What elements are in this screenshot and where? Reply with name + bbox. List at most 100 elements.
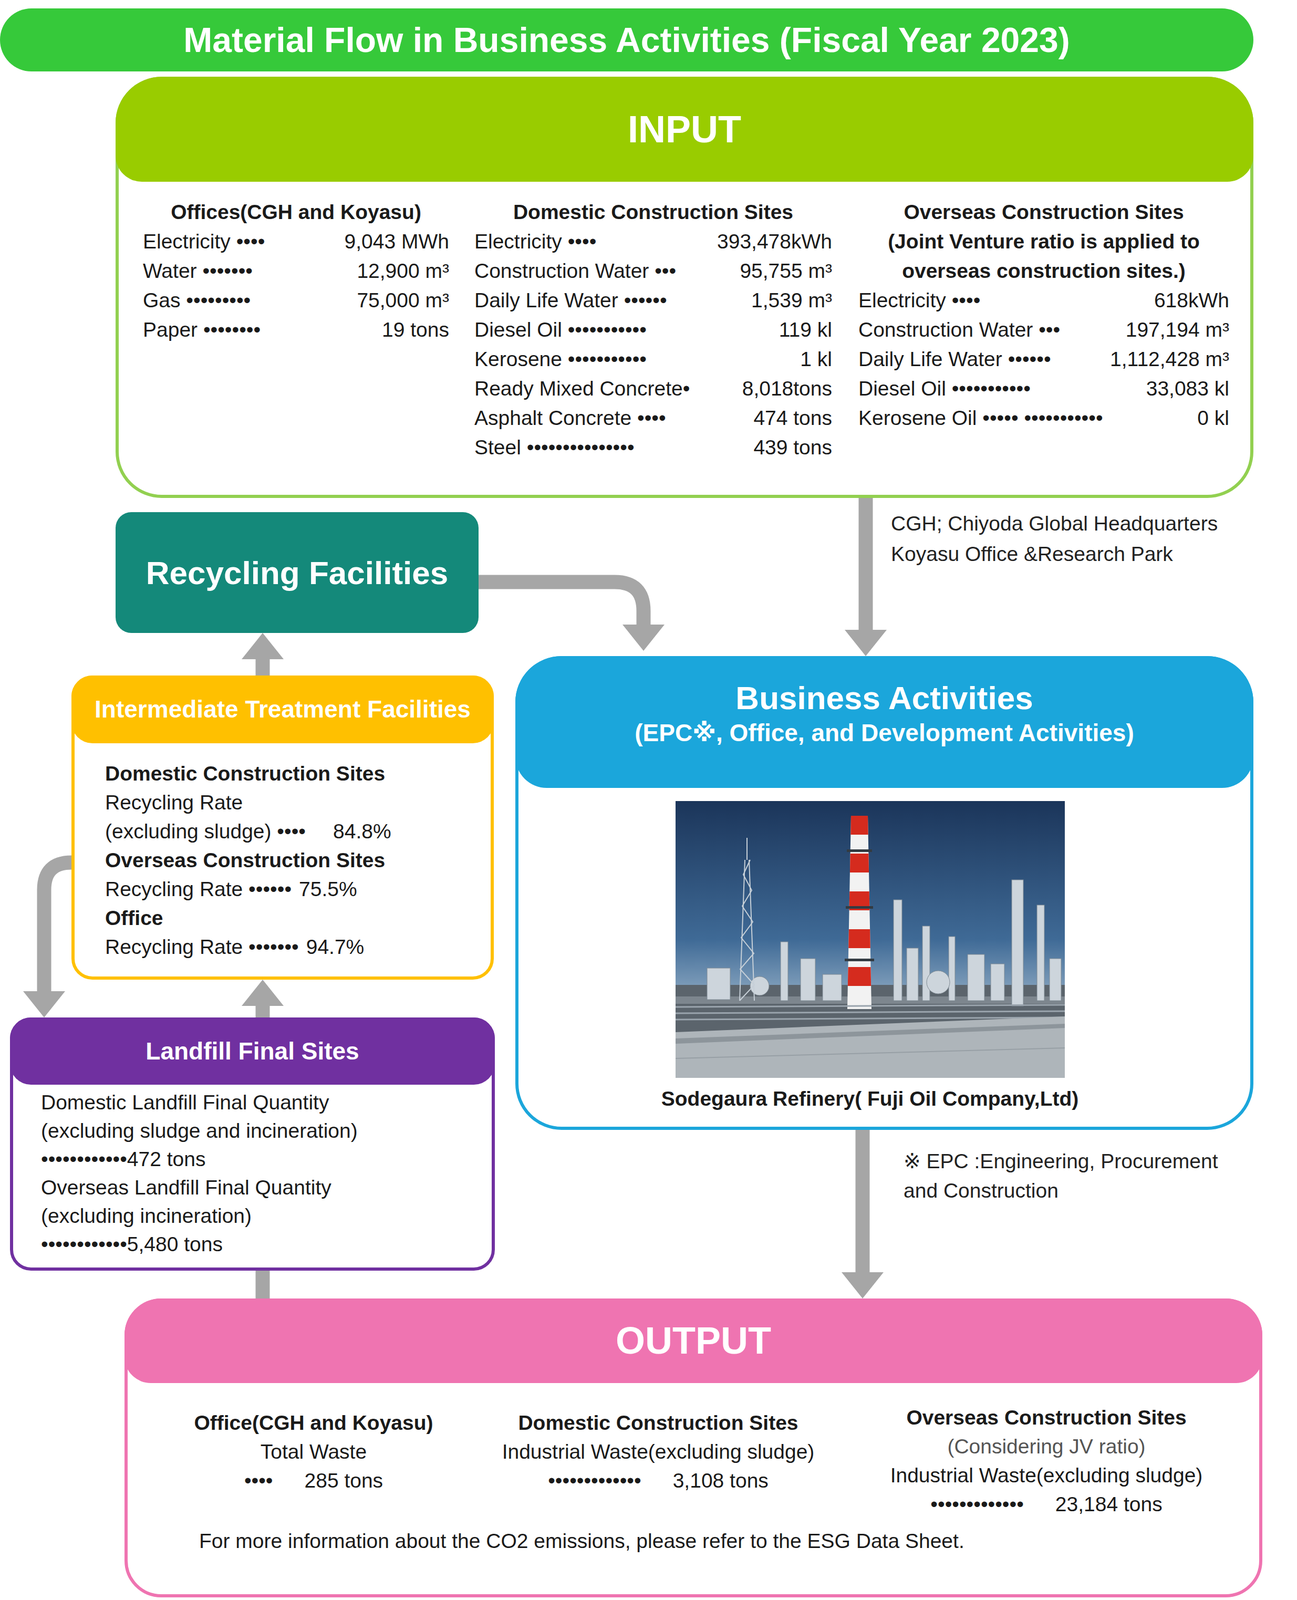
photo-shape	[948, 936, 956, 1001]
header-text: INPUT	[627, 106, 742, 153]
row-label: Electricity ••••	[858, 285, 981, 316]
arrow-shaft	[855, 1129, 870, 1273]
output-column: Domestic Construction SitesIndustrial Wa…	[458, 1408, 858, 1496]
row-value: 23,184 tons	[1055, 1489, 1163, 1519]
row-value: 19 tons	[381, 315, 450, 345]
row-value: 474 tons	[753, 403, 833, 433]
photo-shape	[844, 958, 875, 962]
arrow-shaft	[478, 582, 644, 625]
photo-shape	[675, 1023, 1065, 1044]
photo-pipes	[675, 1004, 1065, 1020]
arrow-shaft	[255, 1005, 271, 1018]
input-column: Domestic Construction SitesElectricity •…	[474, 197, 833, 463]
header-band: Landfill Final Sites	[9, 1017, 495, 1085]
photo-shape	[1011, 879, 1024, 1006]
column-heading: Overseas Construction Sites	[846, 1403, 1247, 1433]
data-row: Recycling Rate ••••••75.5%	[105, 874, 473, 904]
row-value: 12,900 m³	[356, 256, 450, 286]
photo-shape	[675, 1011, 1065, 1014]
photo-shape	[780, 941, 788, 1001]
input-column: Offices(CGH and Koyasu)Electricity ••••9…	[142, 197, 450, 345]
data-row: Diesel Oil •••••••••••119 kl	[474, 315, 833, 345]
data-row: Daily Life Water •••••• 1,112,428 m³	[858, 344, 1230, 375]
flow-arrow	[262, 1270, 264, 1299]
data-row: Water ••••••• 12,900 m³	[142, 256, 450, 286]
photo-shape	[739, 859, 745, 1001]
data-row: Diesel Oil •••••••••••33,083 kl	[858, 374, 1230, 404]
row-label: •••••••••••••	[547, 1466, 642, 1496]
header-text: OUTPUT	[615, 1317, 772, 1365]
photo-shape	[926, 970, 950, 994]
row-value: 119 kl	[779, 315, 833, 345]
row-value: 95,755 m³	[739, 256, 833, 286]
arrow-shaft	[255, 659, 271, 676]
row-label: Ready Mixed Concrete•	[474, 374, 690, 404]
photo-shape	[967, 954, 985, 1001]
data-row: Ready Mixed Concrete• 8,018tons	[474, 374, 833, 404]
refinery-photo	[675, 801, 1065, 1078]
data-row: Steel •••••••••••••••439 tons	[474, 432, 833, 463]
photo-shape	[1036, 905, 1045, 1001]
column-heading: Domestic Construction Sites	[458, 1408, 858, 1438]
title-band: Material Flow in Business Activities (Fi…	[0, 8, 1254, 72]
row-label: Asphalt Concrete ••••	[474, 403, 667, 433]
arrow-head	[844, 629, 887, 657]
row-value: 75,000 m³	[356, 285, 450, 316]
row-value: 393,478kWh	[717, 226, 833, 257]
flow-arrow	[241, 979, 284, 1018]
data-row: Electricity ••••9,043 MWh	[142, 226, 450, 257]
row-value: 1,112,428 m³	[1109, 344, 1230, 375]
header-text: Intermediate Treatment Facilities	[94, 694, 471, 725]
flow-arrow	[841, 1129, 884, 1299]
arrow-shaft	[858, 497, 874, 630]
section-heading: Overseas Construction Sites	[105, 845, 473, 875]
photo-chimney	[843, 811, 876, 1012]
photo-shape	[906, 948, 919, 1001]
data-row: ••••285 tons	[166, 1466, 461, 1496]
photo-sky	[675, 801, 1065, 1078]
row-value: 9,043 MWh	[344, 226, 450, 257]
row-label: Daily Life Water ••••••	[858, 344, 1052, 375]
data-row: Daily Life Water ••••••1,539 m³	[474, 285, 833, 316]
section-heading: Domestic Construction Sites	[105, 759, 473, 788]
row-value: 75.5%	[298, 874, 358, 904]
header-band: INPUT	[115, 76, 1254, 182]
data-row: Construction Water •••197,194 m³	[858, 315, 1230, 345]
row-value: 1 kl	[800, 344, 833, 375]
data-row: Electricity ••••393,478kWh	[474, 226, 833, 257]
row-label: Diesel Oil •••••••••••	[858, 374, 1031, 404]
column-text: Industrial Waste(excluding sludge)	[846, 1460, 1247, 1490]
data-row: Asphalt Concrete •••• 474 tons	[474, 403, 833, 433]
row-label: Daily Life Water ••••••	[474, 285, 668, 316]
row-value: 285 tons	[304, 1466, 384, 1496]
treatment-box: Intermediate Treatment FacilitiesDomesti…	[71, 675, 494, 980]
data-row: Kerosene Oil ••••• •••••••••••0 kl	[858, 403, 1230, 433]
photo-shape	[822, 974, 842, 1001]
header-band: OUTPUT	[124, 1298, 1263, 1384]
photo-shape	[800, 958, 816, 1001]
title-text: Material Flow in Business Activities (Fi…	[183, 19, 1070, 60]
row-value: 439 tons	[753, 432, 833, 463]
arrow-head	[241, 633, 284, 660]
column-heading: Offices(CGH and Koyasu)	[142, 197, 450, 227]
row-label: Water •••••••	[142, 256, 253, 286]
section-heading: Office	[105, 903, 473, 933]
data-row: Gas •••••••••75,000 m³	[142, 285, 450, 316]
data-row: •••••••••••••3,108 tons	[458, 1466, 858, 1496]
header-text: Landfill Final Sites	[145, 1036, 359, 1067]
arrow-head	[622, 624, 665, 651]
note-label: CGH; Chiyoda Global Headquarters	[890, 509, 1270, 539]
row-label: Recycling Rate ••••••	[105, 874, 292, 904]
flow-arrow	[844, 497, 887, 657]
output-column: Overseas Construction Sites(Considering …	[846, 1403, 1247, 1519]
landfill-box: Landfill Final SitesDomestic Landfill Fi…	[9, 1017, 495, 1271]
photo-shape	[675, 1016, 1065, 1078]
photo-shape	[990, 963, 1005, 1001]
arrow-shaft	[255, 1270, 271, 1299]
photo-shape	[675, 1004, 1065, 1008]
row-value: 8,018tons	[742, 374, 833, 404]
column-note: (Considering JV ratio)	[846, 1432, 1247, 1461]
photo-shape	[843, 967, 876, 987]
photo-roof	[675, 1016, 1065, 1078]
flow-arrow	[478, 582, 665, 651]
